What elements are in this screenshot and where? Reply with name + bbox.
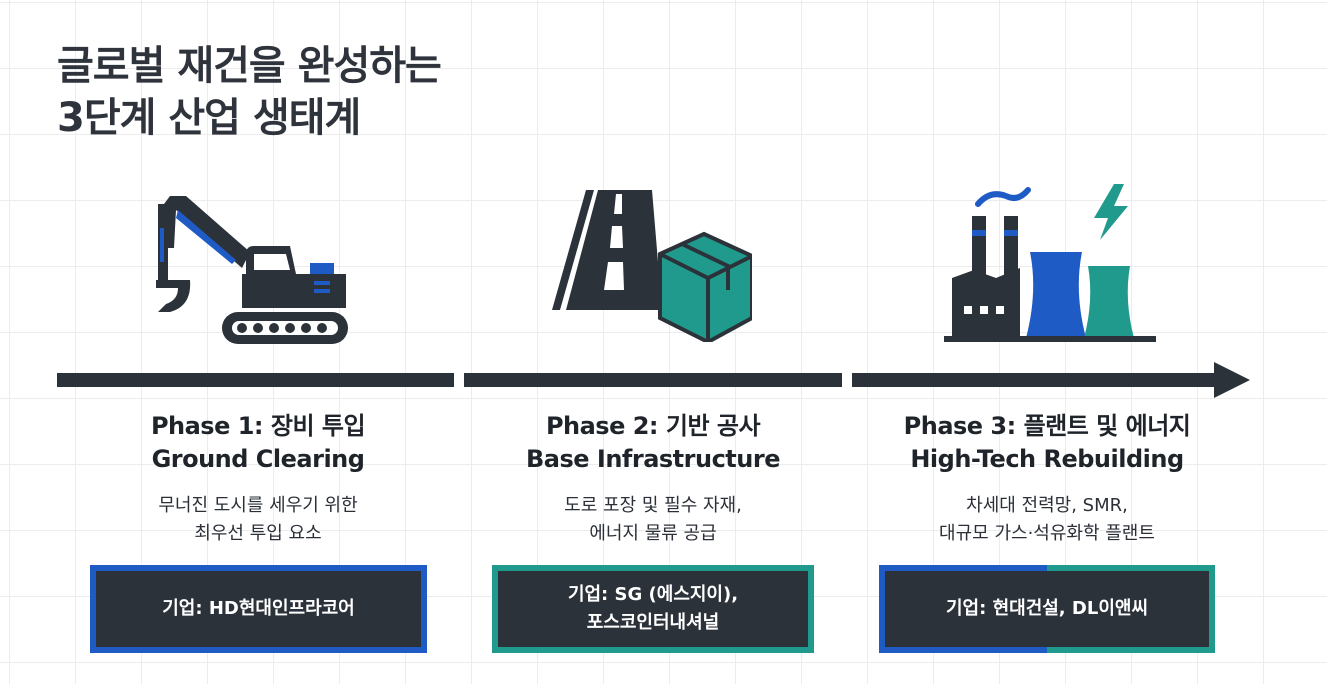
phase-2-title: Phase 2: 기반 공사 <box>545 412 761 440</box>
excavator-icon <box>156 196 348 344</box>
phase-1-title: Phase 1: 장비 투입 <box>150 412 366 440</box>
phase-2-subtitle: Base Infrastructure <box>526 445 780 473</box>
phase-2-desc-line1: 도로 포장 및 필수 자재, <box>564 495 742 516</box>
phase-3-desc-line2: 대규모 가스·석유화학 플랜트 <box>939 523 1155 544</box>
phase-3-subtitle: High-Tech Rebuilding <box>910 445 1184 473</box>
phase-2-desc-line2: 에너지 물류 공급 <box>589 523 717 544</box>
timeline-arrowhead <box>1214 362 1250 398</box>
timeline-segment-2 <box>464 373 842 387</box>
phase-3-company-box: 기업: 현대건설, DL이앤씨 <box>879 565 1215 653</box>
page-title-line2: 3단계 산업 생태계 <box>57 95 361 141</box>
road-and-box-icon <box>552 190 752 342</box>
phase-1-desc-line1: 무너진 도시를 세우기 위한 <box>158 495 358 516</box>
phase-2-description: 도로 포장 및 필수 자재, 에너지 물류 공급 <box>463 492 843 548</box>
page-title: 글로벌 재건을 완성하는 3단계 산업 생태계 <box>57 40 442 144</box>
phase-1-company-line1: 기업: HD현대인프라코어 <box>162 598 355 619</box>
timeline-segment-1 <box>57 373 454 387</box>
factory-energy-plant-icon <box>944 184 1156 342</box>
page-title-line1: 글로벌 재건을 완성하는 <box>57 43 442 89</box>
phase-2-company-line1: 기업: SG (에스지이), <box>567 584 739 605</box>
phase-1: Phase 1: 장비 투입 Ground Clearing 무너진 도시를 세… <box>68 410 448 548</box>
phase-3-company-line1: 기업: 현대건설, DL이앤씨 <box>945 598 1149 619</box>
phase-3: Phase 3: 플랜트 및 에너지 High-Tech Rebuilding … <box>857 410 1237 548</box>
phase-3-desc-line1: 차세대 전력망, SMR, <box>966 495 1128 516</box>
phase-2-company-line2: 포스코인터내셔널 <box>586 612 720 633</box>
phase-3-title: Phase 3: 플랜트 및 에너지 <box>903 412 1191 440</box>
phase-1-subtitle: Ground Clearing <box>151 445 365 473</box>
timeline-segment-3 <box>852 373 1218 387</box>
phase-1-desc-line2: 최우선 투입 요소 <box>194 523 322 544</box>
phase-1-description: 무너진 도시를 세우기 위한 최우선 투입 요소 <box>68 492 448 548</box>
phase-1-company-box: 기업: HD현대인프라코어 <box>90 565 427 653</box>
phase-3-description: 차세대 전력망, SMR, 대규모 가스·석유화학 플랜트 <box>857 492 1237 548</box>
phase-2-company-box: 기업: SG (에스지이), 포스코인터내셔널 <box>492 565 814 653</box>
phase-2: Phase 2: 기반 공사 Base Infrastructure 도로 포장… <box>463 410 843 548</box>
